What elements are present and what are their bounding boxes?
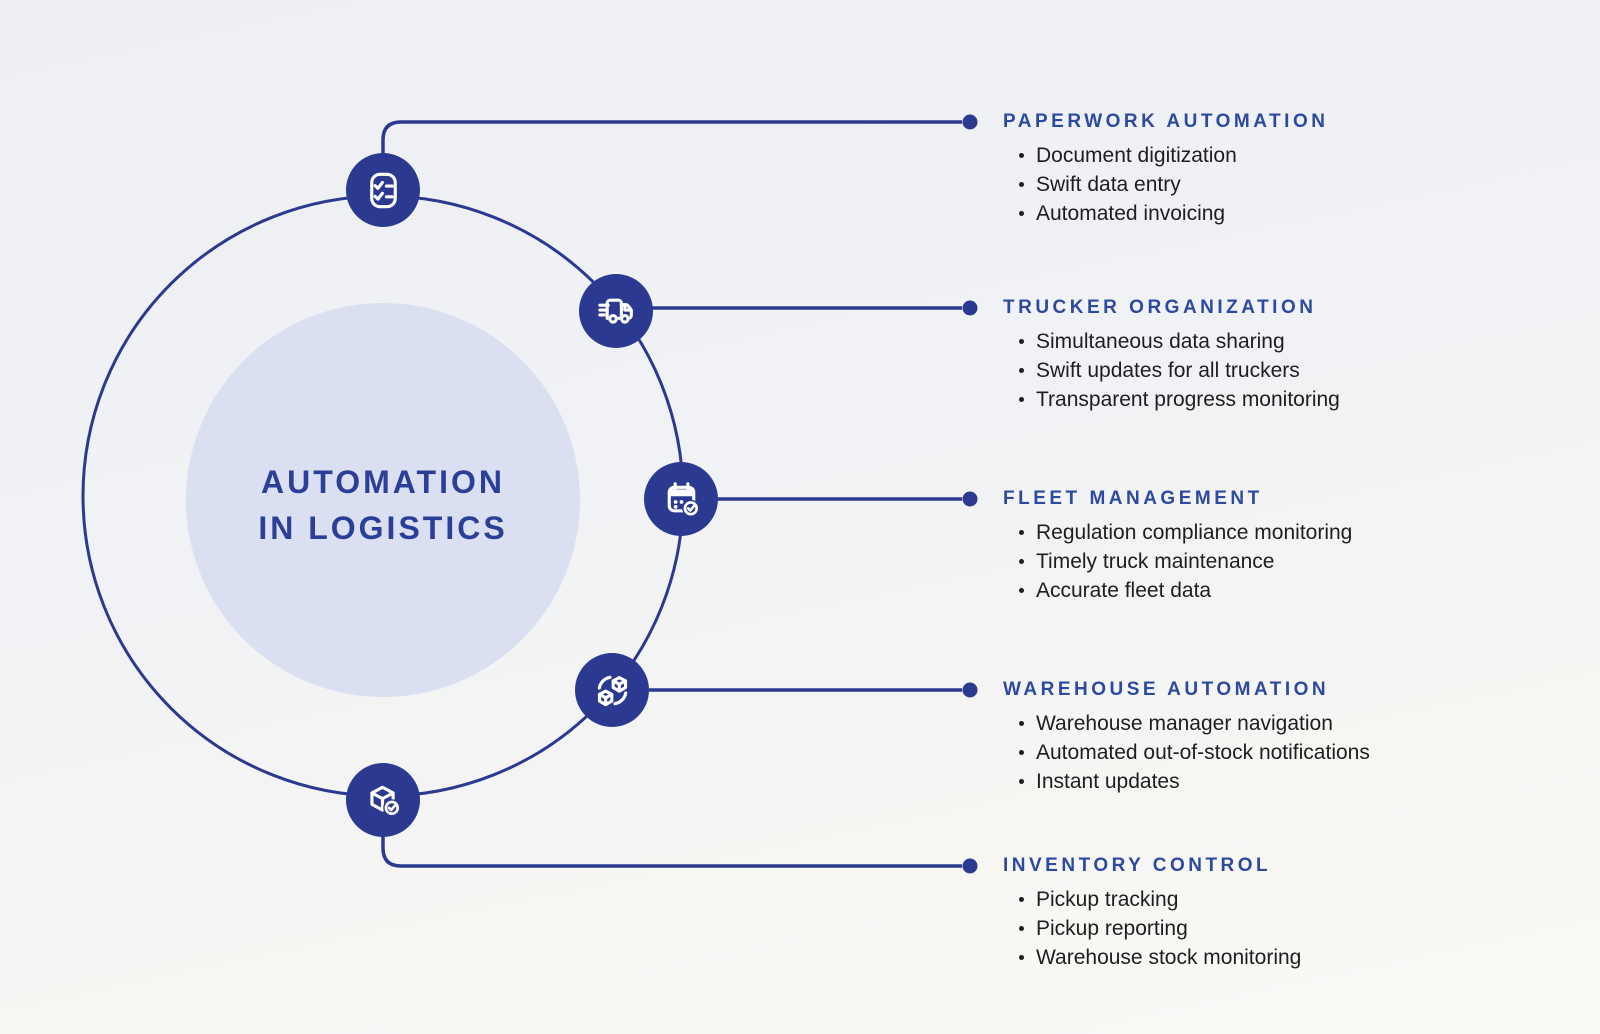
- section-list: Warehouse manager navigation Automated o…: [1003, 709, 1573, 796]
- list-item-text: Transparent progress monitoring: [1036, 388, 1340, 411]
- list-item: Warehouse manager navigation: [1003, 709, 1573, 738]
- bullet-dot: [1019, 182, 1024, 187]
- list-item: Pickup tracking: [1003, 885, 1573, 914]
- list-item-text: Warehouse stock monitoring: [1036, 946, 1302, 969]
- package-check-icon: [346, 763, 420, 837]
- list-item-text: Pickup reporting: [1036, 917, 1188, 940]
- center-title: AUTOMATION IN LOGISTICS: [133, 459, 633, 551]
- list-item: Simultaneous data sharing: [1003, 327, 1573, 356]
- list-item-text: Warehouse manager navigation: [1036, 712, 1333, 735]
- section-list: Pickup tracking Pickup reporting Warehou…: [1003, 885, 1573, 972]
- section-list: Simultaneous data sharing Swift updates …: [1003, 327, 1573, 414]
- list-item: Swift updates for all truckers: [1003, 356, 1573, 385]
- calendar-check-icon: [644, 462, 718, 536]
- section-title: WAREHOUSE AUTOMATION: [1003, 679, 1330, 700]
- list-item-text: Timely truck maintenance: [1036, 550, 1275, 573]
- cubes-exchange-icon: [575, 653, 649, 727]
- bullet-dot: [1019, 397, 1024, 402]
- section-warehouse-automation: WAREHOUSE AUTOMATION Warehouse manager n…: [1003, 677, 1573, 796]
- bullet-dot: [1019, 779, 1024, 784]
- section-inventory-control: INVENTORY CONTROL Pickup tracking Pickup…: [1003, 853, 1573, 972]
- connector-line: [381, 837, 962, 868]
- list-item: Instant updates: [1003, 767, 1573, 796]
- list-item: Warehouse stock monitoring: [1003, 943, 1573, 972]
- list-item-text: Document digitization: [1036, 144, 1237, 167]
- bullet-dot: [1019, 368, 1024, 373]
- bullet-dot: [1019, 721, 1024, 726]
- delivery-truck-icon: [579, 274, 653, 348]
- center-disc: [186, 303, 580, 697]
- list-item-text: Automated invoicing: [1036, 202, 1226, 225]
- list-item: Transparent progress monitoring: [1003, 385, 1573, 414]
- section-fleet-management: FLEET MANAGEMENT Regulation compliance m…: [1003, 486, 1573, 605]
- list-item-text: Pickup tracking: [1036, 888, 1179, 911]
- section-list: Document digitization Swift data entry A…: [1003, 141, 1573, 228]
- list-item-text: Automated out-of-stock notifications: [1036, 741, 1370, 764]
- list-item: Automated invoicing: [1003, 199, 1573, 228]
- list-item-text: Swift updates for all truckers: [1036, 359, 1300, 382]
- list-item-text: Swift data entry: [1036, 173, 1181, 196]
- list-item: Automated out-of-stock notifications: [1003, 738, 1573, 767]
- section-title: FLEET MANAGEMENT: [1003, 488, 1263, 509]
- connector-line: [381, 120, 962, 153]
- list-item: Swift data entry: [1003, 170, 1573, 199]
- connector-dot: [962, 858, 978, 874]
- list-item-text: Simultaneous data sharing: [1036, 330, 1285, 353]
- list-item: Regulation compliance monitoring: [1003, 518, 1573, 547]
- connector-dot: [962, 300, 978, 316]
- list-item-text: Accurate fleet data: [1036, 579, 1212, 602]
- bullet-dot: [1019, 750, 1024, 755]
- bullet-dot: [1019, 339, 1024, 344]
- list-item: Accurate fleet data: [1003, 576, 1573, 605]
- bullet-dot: [1019, 153, 1024, 158]
- section-title: TRUCKER ORGANIZATION: [1003, 297, 1317, 318]
- connector-dot: [962, 491, 978, 507]
- section-trucker-organization: TRUCKER ORGANIZATION Simultaneous data s…: [1003, 295, 1573, 414]
- bullet-dot: [1019, 530, 1024, 535]
- list-item-text: Regulation compliance monitoring: [1036, 521, 1353, 544]
- section-title: INVENTORY CONTROL: [1003, 855, 1272, 876]
- list-item: Pickup reporting: [1003, 914, 1573, 943]
- bullet-dot: [1019, 211, 1024, 216]
- bullet-dot: [1019, 588, 1024, 593]
- connector-dot: [962, 114, 978, 130]
- section-paperwork-automation: PAPERWORK AUTOMATION Document digitizati…: [1003, 109, 1573, 228]
- section-list: Regulation compliance monitoring Timely …: [1003, 518, 1573, 605]
- bullet-dot: [1019, 559, 1024, 564]
- connector-dot: [962, 682, 978, 698]
- center-title-line1: AUTOMATION: [261, 464, 505, 500]
- bullet-dot: [1019, 926, 1024, 931]
- list-item: Timely truck maintenance: [1003, 547, 1573, 576]
- center-title-line2: IN LOGISTICS: [258, 510, 508, 546]
- bullet-dot: [1019, 897, 1024, 902]
- list-item-text: Instant updates: [1036, 770, 1180, 793]
- section-title: PAPERWORK AUTOMATION: [1003, 111, 1329, 132]
- list-item: Document digitization: [1003, 141, 1573, 170]
- bullet-dot: [1019, 955, 1024, 960]
- checklist-icon: [346, 153, 420, 227]
